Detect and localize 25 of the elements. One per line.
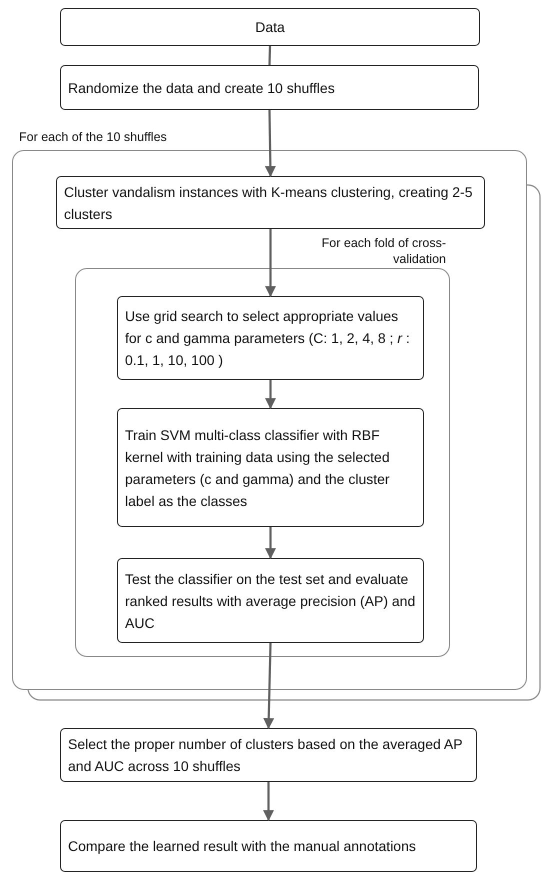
process-box: [117, 296, 424, 380]
connector-line: [268, 46, 272, 66]
process-box: [60, 820, 477, 872]
arrow: [265, 527, 276, 560]
process-box: [60, 8, 480, 46]
arrow: [264, 110, 276, 178]
step-text: Compare the learned result with the manual annotations: [68, 837, 416, 856]
step-text: Cluster vandalism instances with K-means clustering, creating 2-5 clusters: [64, 182, 474, 224]
arrow: [263, 782, 274, 822]
step-text: Randomize the data and create 10 shuffles: [68, 78, 335, 98]
process-box: [117, 558, 424, 643]
step-text: Use grid search to select appropriate values for c and gamma parameters (C: 1, 2, 4, 8 ; r : 0.1, 1, 10, 100 ): [125, 307, 411, 370]
loop-heading: For each of the 10 shuffles: [19, 129, 168, 145]
step-text: Data: [255, 18, 285, 37]
process-box: [60, 728, 477, 782]
arrow: [265, 380, 276, 410]
process-box: [56, 176, 485, 229]
loop-heading: For each fold of cross-validation: [320, 235, 446, 267]
process-box: [117, 408, 424, 527]
step-text: Test the classifier on the test set and evaluate ranked results with average precision (AP) and AUC: [125, 570, 416, 632]
step-text: Select the proper number of clusters based on the averaged AP and AUC across 10 shuffles: [68, 735, 464, 776]
arrow: [265, 229, 276, 298]
process-box: [60, 65, 479, 110]
step-text: Train SVM multi-class classifier with RBF kernel with training data using the selected parameters (c and gamma) and the cluster label as the classes: [125, 426, 391, 510]
arrow: [263, 642, 274, 730]
